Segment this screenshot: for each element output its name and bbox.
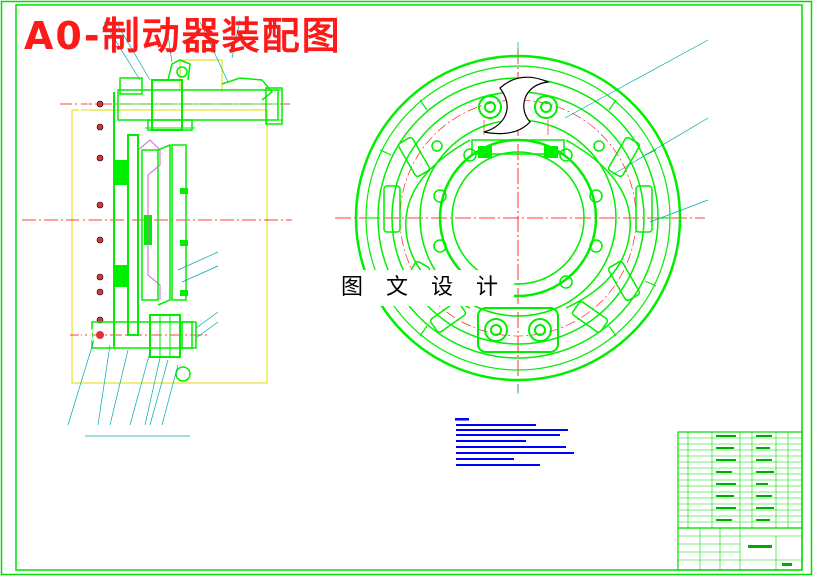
brake-lining bbox=[141, 149, 159, 301]
adjuster-arm bbox=[221, 77, 274, 101]
green-insert-upper bbox=[114, 160, 128, 185]
bracket-plate bbox=[147, 119, 193, 131]
backing-plate bbox=[87, 91, 115, 348]
shoe-web-right bbox=[565, 139, 631, 309]
anchor-pin-bushing bbox=[149, 314, 181, 358]
shoe-rib bbox=[137, 139, 161, 300]
anchor-pin bbox=[91, 321, 193, 349]
inner-border bbox=[15, 4, 803, 571]
cam-head bbox=[167, 59, 191, 81]
plate-outer-rim bbox=[354, 54, 682, 382]
anchor-plate-bolts bbox=[180, 188, 188, 296]
lower-cap bbox=[175, 366, 191, 382]
phantom-outline bbox=[71, 109, 268, 384]
technical-notes bbox=[455, 418, 574, 466]
anchor-pin-nut bbox=[181, 321, 197, 349]
lining-slots bbox=[383, 136, 653, 333]
top-anchor-pins bbox=[478, 95, 558, 119]
phantom-outline-top bbox=[179, 59, 223, 92]
cam-bracket bbox=[471, 139, 565, 155]
parts-list bbox=[677, 431, 803, 529]
green-insert-lower bbox=[114, 265, 128, 287]
shoe-web bbox=[157, 143, 171, 306]
bottom-anchor-bosses bbox=[477, 307, 559, 353]
watermark-label: 图 文 设 计 bbox=[333, 270, 514, 306]
section-view bbox=[22, 19, 292, 437]
end-view bbox=[335, 39, 709, 394]
shaft-end bbox=[265, 87, 283, 125]
backing-bolts bbox=[96, 100, 104, 324]
section-leaders bbox=[67, 19, 241, 437]
anchor-plate bbox=[171, 144, 187, 301]
title-block bbox=[677, 527, 803, 571]
cam-nut bbox=[176, 66, 188, 78]
anchor-pin-head bbox=[90, 325, 110, 345]
cam-collar bbox=[119, 77, 143, 95]
brake-shoe-rim bbox=[127, 134, 139, 336]
hub-bore bbox=[451, 151, 585, 285]
end-view-leaders bbox=[564, 39, 709, 223]
camshaft bbox=[117, 89, 279, 121]
camshaft-bushing bbox=[151, 79, 183, 131]
drawing-title: A0-制动器装配图 bbox=[24, 14, 342, 58]
cam-s-profile bbox=[483, 76, 551, 135]
